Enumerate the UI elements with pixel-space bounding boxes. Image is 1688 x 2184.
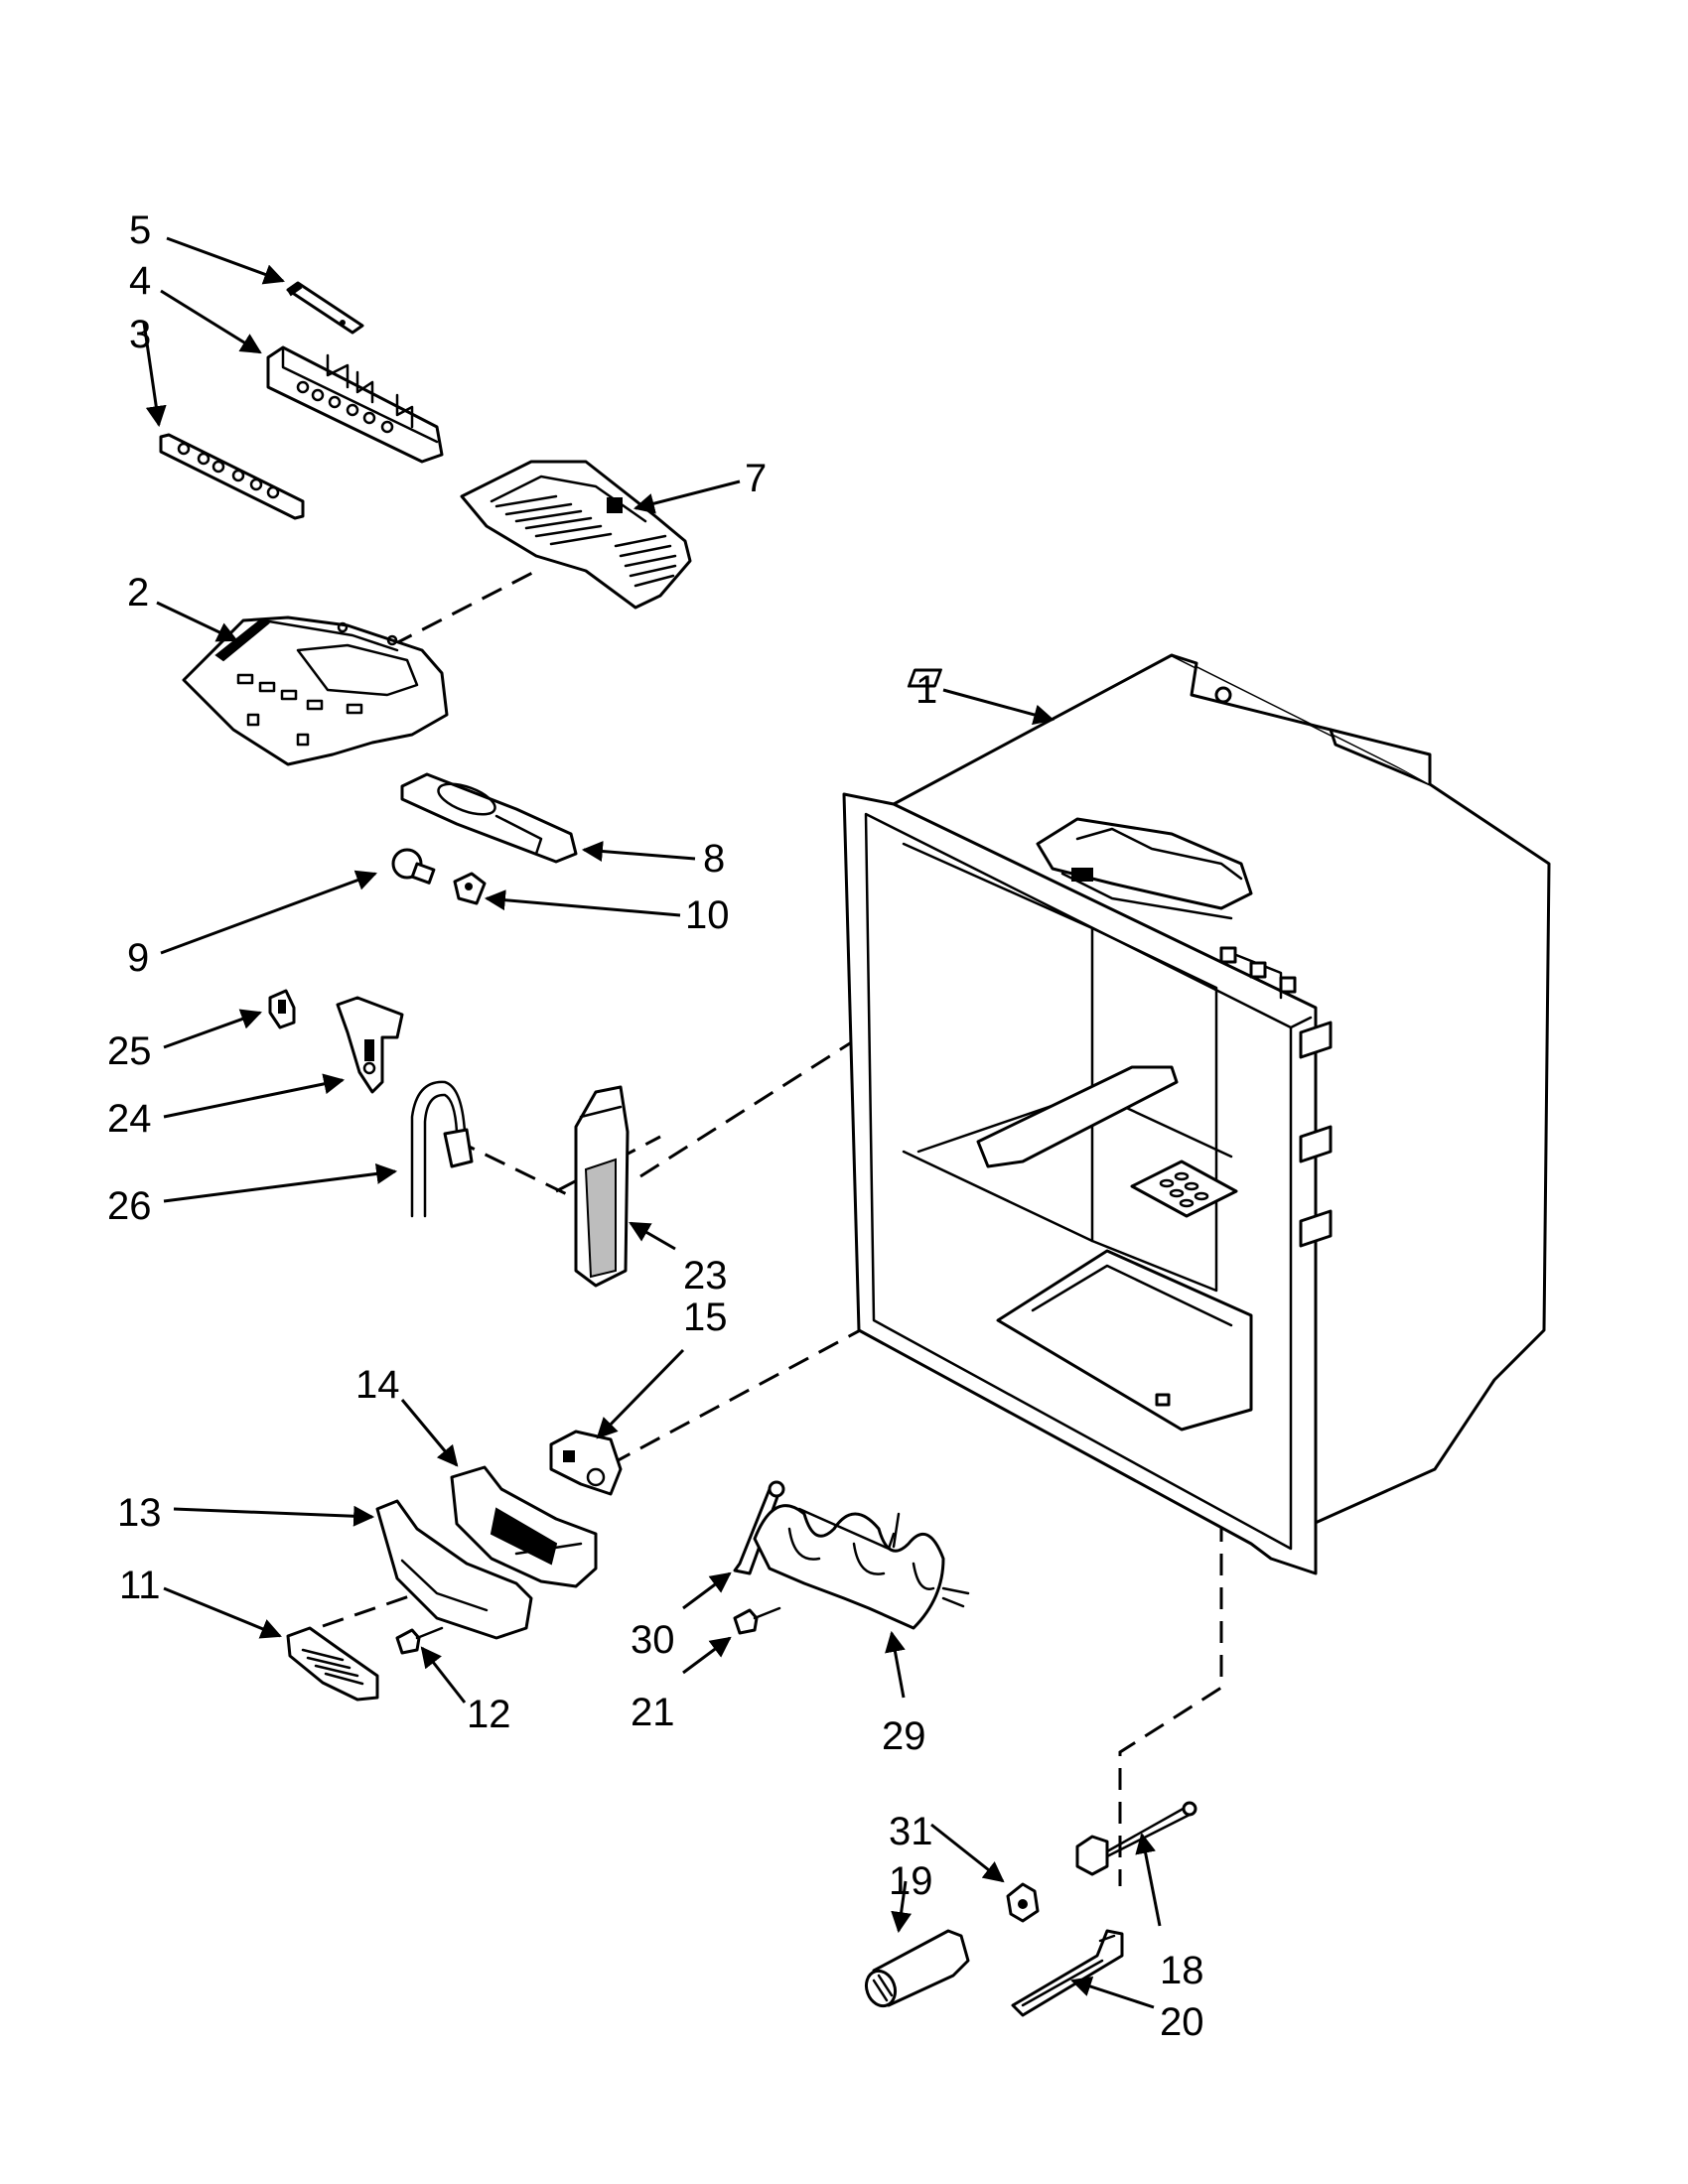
leader-7 <box>633 479 741 514</box>
callout-29: 29 <box>882 1714 926 1758</box>
callout-18: 18 <box>1160 1949 1204 1992</box>
control-bracket <box>286 281 364 335</box>
leader-10 <box>484 889 681 917</box>
leader-3 <box>142 322 167 428</box>
leader-15 <box>596 1348 685 1439</box>
callout-10: 10 <box>685 893 730 937</box>
control-housing <box>182 615 449 766</box>
water-valve-tube <box>1075 1801 1197 1876</box>
callout-24: 24 <box>107 1097 152 1141</box>
leader-31 <box>930 1823 1005 1883</box>
leader-29 <box>885 1630 906 1699</box>
leader-13 <box>173 1505 375 1527</box>
leader-23 <box>629 1221 676 1251</box>
callout-14: 14 <box>355 1363 400 1407</box>
leader-1 <box>942 688 1055 726</box>
callout-labels: 5 4 3 7 2 1 8 9 10 25 24 26 23 15 14 13 … <box>107 208 1204 2044</box>
callout-4: 4 <box>129 259 151 303</box>
switch <box>268 989 296 1029</box>
callout-21: 21 <box>631 1691 675 1734</box>
filter-cap <box>1006 1882 1040 1923</box>
filter-bracket <box>1011 1929 1124 2017</box>
callout-8: 8 <box>703 837 725 881</box>
light-housing <box>400 772 578 864</box>
leader-19 <box>891 1880 913 1934</box>
liner <box>842 653 1551 1575</box>
water-filter <box>864 1929 970 2008</box>
filter-cover-grille <box>286 1626 379 1702</box>
water-tube <box>410 1080 474 1218</box>
callout-11: 11 <box>119 1564 161 1607</box>
leader-25 <box>163 1009 262 1049</box>
callout-9: 9 <box>127 936 149 980</box>
callout-13: 13 <box>117 1491 162 1535</box>
leader-18 <box>1135 1832 1162 1927</box>
leader-lines <box>142 236 1162 2009</box>
callout-1: 1 <box>915 668 937 712</box>
leader-11 <box>163 1586 282 1639</box>
leader-4 <box>160 289 262 354</box>
tube-cover <box>574 1085 630 1288</box>
bracket <box>336 996 404 1094</box>
light-bulb <box>391 848 436 885</box>
callout-7: 7 <box>745 457 767 500</box>
leader-12 <box>420 1646 467 1704</box>
callout-3: 3 <box>129 313 151 356</box>
screw <box>733 1606 781 1635</box>
light-socket <box>453 872 487 905</box>
control-panel-overlay <box>159 433 305 520</box>
callout-2: 2 <box>127 571 149 614</box>
leader-24 <box>163 1073 346 1119</box>
leader-26 <box>163 1162 398 1203</box>
leader-20 <box>1070 1976 1155 2009</box>
callout-30: 30 <box>631 1618 675 1662</box>
callout-26: 26 <box>107 1184 152 1228</box>
leader-5 <box>166 236 285 285</box>
callout-12: 12 <box>467 1693 511 1736</box>
filter-housing <box>450 1465 598 1588</box>
screw <box>395 1626 444 1655</box>
water-reservoir <box>753 1504 970 1630</box>
leader-8 <box>581 841 696 862</box>
air-diffuser <box>460 460 692 610</box>
leader-9 <box>160 870 377 955</box>
control-board <box>266 345 444 464</box>
callout-19: 19 <box>889 1859 933 1903</box>
callout-25: 25 <box>107 1029 152 1073</box>
callout-15: 15 <box>683 1296 728 1339</box>
callout-31: 31 <box>889 1810 933 1853</box>
leader-21 <box>682 1636 732 1675</box>
leader-30 <box>682 1571 732 1610</box>
filter-head <box>549 1430 623 1496</box>
callout-23: 23 <box>683 1254 728 1297</box>
filter-cover <box>375 1499 533 1640</box>
leader-14 <box>400 1399 459 1467</box>
leader-2 <box>156 601 238 642</box>
callout-20: 20 <box>1160 2000 1204 2044</box>
callout-5: 5 <box>129 208 151 252</box>
